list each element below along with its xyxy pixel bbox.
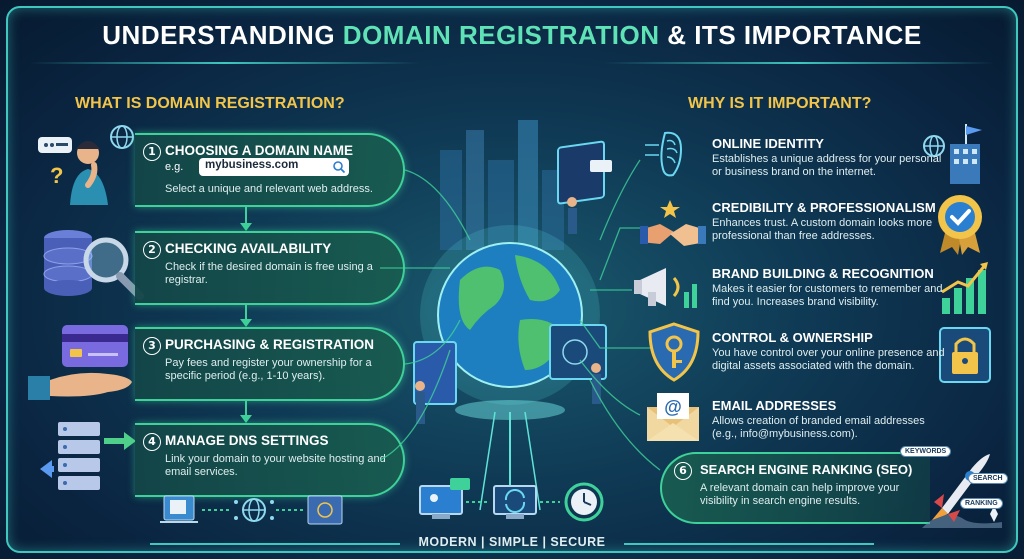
- growth-chart-icon: [941, 262, 988, 314]
- step-card-4: 4 MANAGE DNS SETTINGS Link your domain t…: [135, 423, 405, 497]
- document-network-icon: [160, 495, 343, 525]
- domain-search-value: mybusiness.com: [205, 159, 299, 171]
- building-flag-icon: [923, 124, 982, 184]
- person-thinking-icon: ?: [38, 125, 134, 205]
- step-card-3: 3 PURCHASING & REGISTRATION Pay fees and…: [135, 327, 405, 401]
- step-number: 2: [143, 241, 161, 259]
- step-title: CHECKING AVAILABILITY: [165, 241, 332, 256]
- reason-item-5: EMAIL ADDRESSES Allows creation of brand…: [712, 398, 952, 440]
- domain-search-input[interactable]: mybusiness.com: [199, 158, 349, 176]
- step-desc: Check if the desired domain is free usin…: [165, 261, 373, 286]
- flow-arrow-3: [240, 401, 252, 423]
- title-highlight: DOMAIN REGISTRATION: [342, 20, 660, 50]
- reason-title: EMAIL ADDRESSES: [712, 398, 837, 413]
- chat-bubble-icon: [38, 137, 72, 153]
- database-magnifier-icon: [43, 230, 144, 300]
- step-number: 4: [143, 433, 161, 451]
- step-desc: Select a unique and relevant web address…: [165, 183, 373, 195]
- server-arrows-icon: [40, 422, 136, 490]
- hand-icon: [28, 372, 132, 400]
- monitor-sync-icon: [419, 478, 604, 522]
- reason-desc: Establishes a unique address for your pe…: [712, 153, 942, 178]
- handshake-icon: [640, 200, 706, 246]
- clock-refresh-icon: [564, 482, 604, 522]
- shield-key-icon: [648, 322, 700, 382]
- title-underline-left: [30, 62, 420, 64]
- step-card-2: 2 CHECKING AVAILABILITY Check if the des…: [135, 231, 405, 305]
- reason-desc: You have control over your online presen…: [712, 347, 945, 372]
- reason-desc: Makes it easier for customers to remembe…: [712, 283, 943, 308]
- footer-line-right: [624, 543, 874, 545]
- reason-item-1: ONLINE IDENTITY Establishes a unique add…: [712, 136, 952, 178]
- reason-desc: Enhances trust. A custom domain looks mo…: [712, 217, 933, 242]
- credit-card-icon: [62, 325, 128, 367]
- reason-title: ONLINE IDENTITY: [712, 136, 824, 151]
- step-card-1: 1 CHOOSING A DOMAIN NAME e.g. mybusiness…: [135, 133, 405, 207]
- svg-text:@: @: [664, 397, 682, 417]
- step-title: MANAGE DNS SETTINGS: [165, 433, 329, 448]
- globe-icon: [234, 498, 274, 522]
- right-section-heading: WHY IS IT IMPORTANT?: [688, 95, 872, 112]
- reason-title: BRAND BUILDING & RECOGNITION: [712, 266, 934, 281]
- question-mark-icon: ?: [50, 163, 63, 188]
- step-title: PURCHASING & REGISTRATION: [165, 337, 375, 352]
- flow-arrow-1: [240, 207, 252, 231]
- rocket-icon: [922, 454, 1002, 528]
- search-tag: SEARCH: [968, 473, 1008, 484]
- flow-arrow-2: [240, 305, 252, 327]
- megaphone-icon: [634, 268, 697, 308]
- reason-item-3: BRAND BUILDING & RECOGNITION Makes it ea…: [712, 266, 952, 308]
- step-number: 3: [143, 337, 161, 355]
- reason-desc: Allows creation of branded email address…: [712, 415, 925, 440]
- reason-item-2: CREDIBILITY & PROFESSIONALISM Enhances t…: [712, 200, 952, 242]
- reason-item-4: CONTROL & OWNERSHIP You have control ove…: [712, 330, 952, 372]
- search-icon: [333, 161, 346, 174]
- step-desc: Pay fees and register your ownership for…: [165, 357, 372, 382]
- outer-frame: [6, 6, 1018, 553]
- seo-title: SEARCH ENGINE RANKING (SEO): [700, 462, 913, 477]
- title-underline-right: [604, 62, 994, 64]
- title-part-3: & ITS IMPORTANCE: [659, 20, 922, 50]
- globe-icon: [923, 135, 945, 157]
- reason-title: CONTROL & OWNERSHIP: [712, 330, 873, 345]
- footer-tagline: MODERN | SIMPLE | SECURE: [418, 535, 606, 549]
- title-part-1: UNDERSTANDING: [102, 20, 343, 50]
- keywords-tag: KEYWORDS: [900, 446, 952, 457]
- seo-number: 6: [674, 462, 692, 480]
- padlock-icon: [939, 327, 991, 383]
- envelope-at-icon: @: [647, 393, 699, 441]
- example-prefix: e.g.: [165, 161, 184, 173]
- ranking-tag: RANKING: [960, 498, 1003, 509]
- step-desc: Link your domain to your website hosting…: [165, 453, 386, 478]
- reason-title: CREDIBILITY & PROFESSIONALISM: [712, 200, 936, 215]
- seo-desc: A relevant domain can help improve your …: [700, 482, 900, 507]
- seo-card: 6 SEARCH ENGINE RANKING (SEO) A relevant…: [660, 452, 930, 524]
- city-skyline-icon: [440, 120, 564, 250]
- globe-icon: [110, 125, 134, 149]
- badge-check-icon: [938, 195, 982, 255]
- page-title: UNDERSTANDING DOMAIN REGISTRATION & ITS …: [0, 20, 1024, 51]
- step-number: 1: [143, 143, 161, 161]
- left-section-heading: WHAT IS DOMAIN REGISTRATION?: [75, 95, 345, 112]
- center-globe-scene: [413, 120, 612, 511]
- step-title: CHOOSING A DOMAIN NAME: [165, 143, 353, 158]
- footer-line-left: [150, 543, 400, 545]
- footprint-icon: [645, 131, 683, 177]
